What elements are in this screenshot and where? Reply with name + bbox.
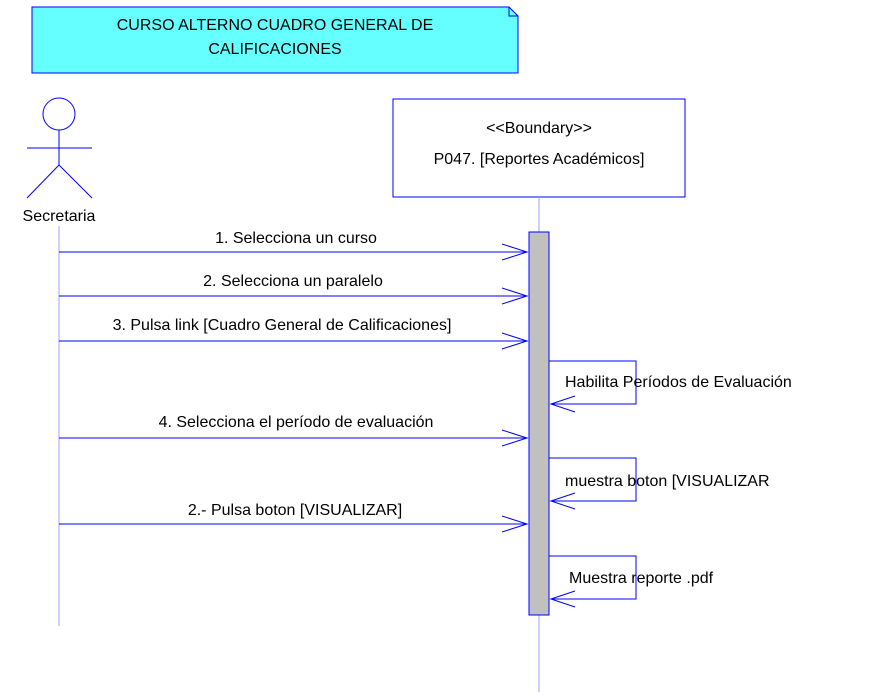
self-message-2 <box>549 457 637 510</box>
self-message-3-label: Muestra reporte .pdf <box>569 570 714 587</box>
note-line-1: CURSO ALTERNO CUADRO GENERAL DE <box>117 17 434 34</box>
self-message-3 <box>549 555 637 608</box>
self-message-2-label: muestra boton [VISUALIZAR <box>565 473 770 490</box>
message-5 <box>59 515 529 533</box>
message-3 <box>59 332 529 350</box>
title-note: CURSO ALTERNO CUADRO GENERAL DE CALIFICA… <box>31 6 519 74</box>
actor-right-leg <box>58 164 93 199</box>
message-1-label: 1. Selecciona un curso <box>215 230 377 247</box>
message-4-label: 4. Selecciona el período de evaluación <box>159 414 434 431</box>
message-1 <box>59 243 529 261</box>
message-2-label: 2. Selecciona un paralelo <box>203 273 383 290</box>
actor-secretaria <box>26 97 93 199</box>
message-5-label: 2.- Pulsa boton [VISUALIZAR] <box>188 502 402 519</box>
message-2 <box>59 287 529 305</box>
activation-bar <box>528 231 550 616</box>
actor-head-icon <box>42 97 76 131</box>
note-line-2: CALIFICACIONES <box>208 41 341 58</box>
actor-left-leg <box>26 164 60 199</box>
self-message-1-label: Habilita Períodos de Evaluación <box>565 374 792 391</box>
boundary-stereotype: <<Boundary>> <box>486 120 592 137</box>
message-4 <box>59 429 529 447</box>
message-3-label: 3. Pulsa link [Cuadro General de Calific… <box>113 317 452 334</box>
self-message-1 <box>549 360 637 413</box>
boundary-object: <<Boundary>> P047. [Reportes Académicos] <box>392 98 686 198</box>
boundary-name: P047. [Reportes Académicos] <box>434 151 645 168</box>
actor-name: Secretaria <box>23 208 96 225</box>
